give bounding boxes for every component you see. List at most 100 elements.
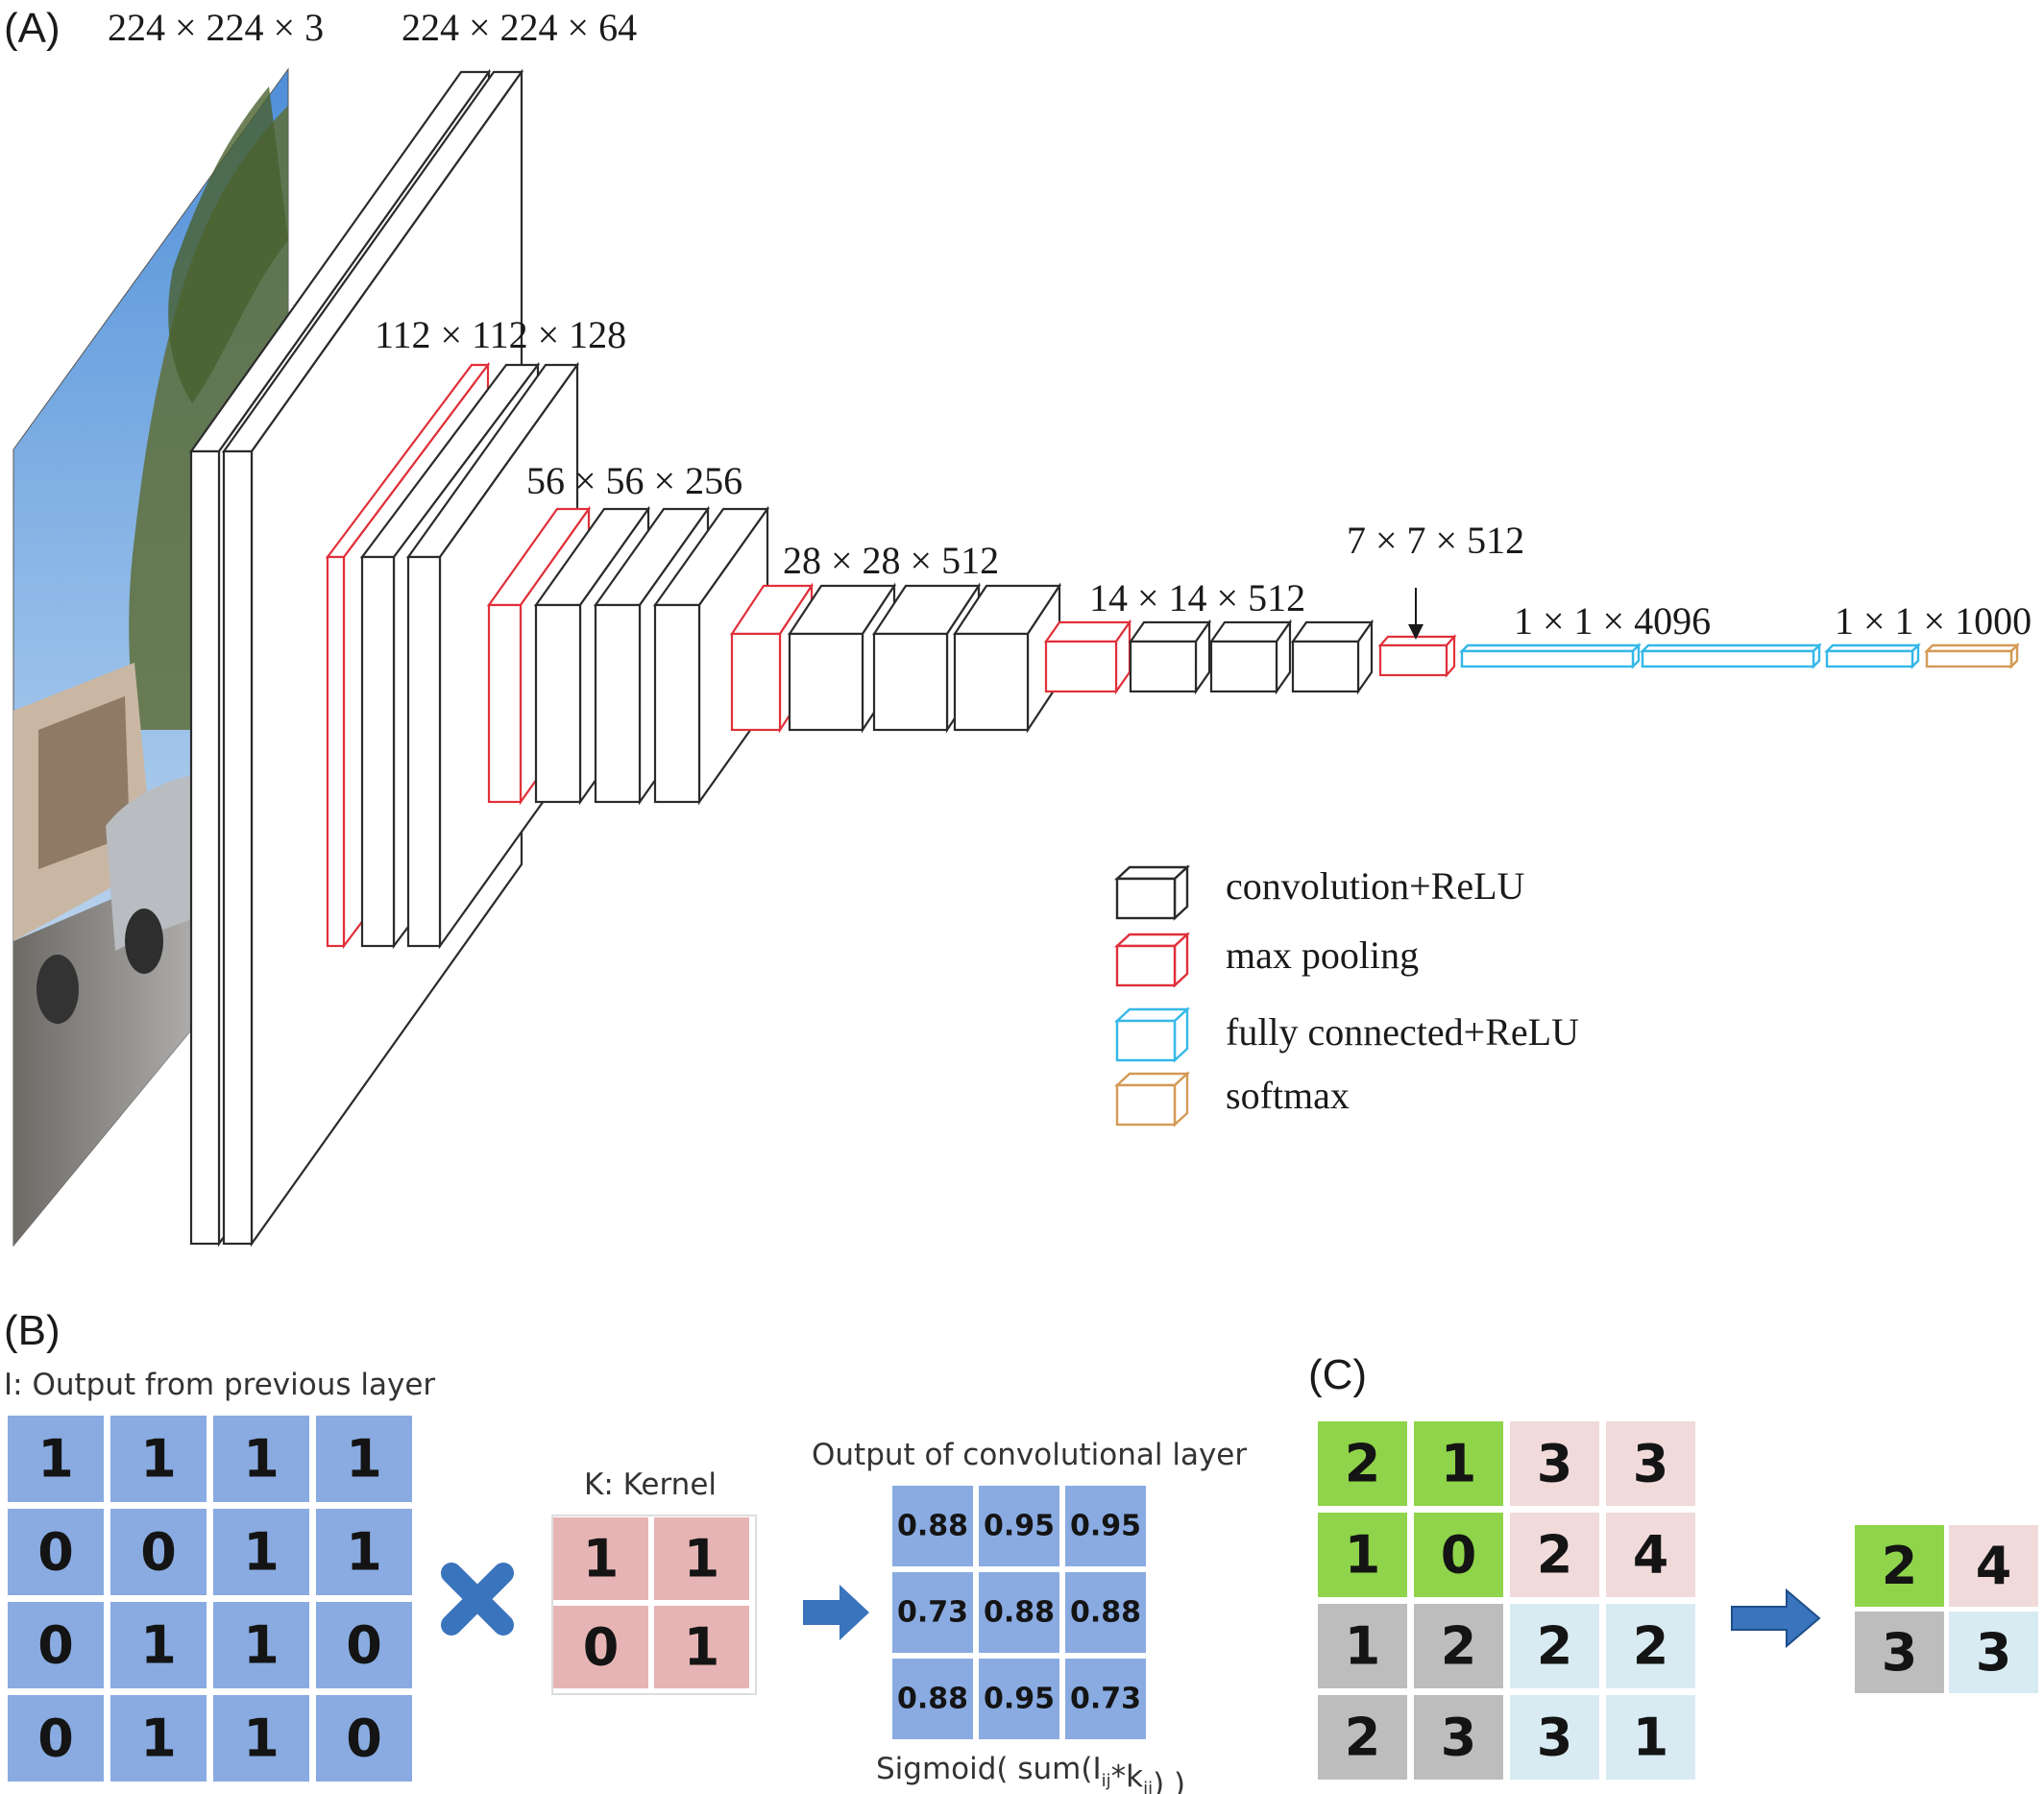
pool-input-cell-bg [1606,1695,1695,1780]
input-cell: 1 [213,1509,309,1595]
conv-block-28 [729,582,1062,734]
kernel-value: 1 [684,1529,720,1589]
input-value: 1 [243,1429,280,1490]
pool-output-cell-bg [1949,1612,2038,1693]
input-cell-bg [8,1509,104,1595]
output-cell-bg [892,1572,973,1653]
dim-label: 14 × 14 × 512 [1089,576,1305,619]
output-value: 0.95 [1070,1510,1141,1543]
output-cell: 0.88 [979,1572,1059,1653]
conv-block-56 [486,505,770,806]
output-cell: 0.73 [892,1572,973,1653]
output-value: 0.88 [897,1683,968,1716]
output-cell-bg [892,1486,973,1566]
layer-slab [1290,618,1375,695]
pool-output-value: 3 [1976,1622,2012,1683]
input-cell: 0 [110,1509,207,1595]
output-matrix-title: Output of convolutional layer [812,1438,1247,1472]
pool-input-cell: 2 [1318,1695,1407,1780]
dim-label: 28 × 28 × 512 [783,539,999,582]
pool-input-cell: 2 [1318,1421,1407,1506]
input-matrix-title: I: Output from previous layer [4,1368,435,1402]
dim-label: 224 × 224 × 3 [108,6,324,49]
pool-output-value: 3 [1882,1622,1918,1683]
pool-input-value: 2 [1633,1616,1669,1677]
input-value: 1 [346,1429,382,1490]
pool-input-cell: 2 [1510,1513,1599,1597]
pool-input-value: 2 [1537,1525,1573,1586]
pool-input-cell: 4 [1606,1513,1695,1597]
input-cell: 1 [213,1695,309,1782]
pool-layer [1043,618,1132,695]
dim-label: 224 × 224 × 64 [402,6,637,49]
pool-input-value: 1 [1441,1434,1477,1494]
input-cell: 1 [316,1416,412,1502]
arrow-right-icon [803,1585,869,1640]
output-cell-bg [892,1659,973,1739]
input-cell-bg [316,1416,412,1502]
input-cell: 1 [110,1602,207,1688]
legend-swatch [1115,1019,1177,1062]
pool-input-cell-bg [1510,1513,1599,1597]
input-value: 0 [37,1709,74,1769]
pool-input-cell: 1 [1606,1695,1695,1780]
input-value: 1 [243,1522,280,1583]
input-cell-bg [316,1602,412,1688]
pool-input-cell-bg [1606,1421,1695,1506]
kernel-cell: 1 [553,1517,648,1600]
output-cell-bg [1065,1659,1146,1739]
pool-input-cell: 3 [1606,1421,1695,1506]
panel-a: (A) [4,5,2032,1248]
input-cell-bg [213,1509,309,1595]
pool-output-value: 4 [1976,1536,2012,1596]
dimension-labels: 224 × 224 × 3 224 × 224 × 64 112 × 112 ×… [108,6,2032,642]
input-cell: 0 [8,1509,104,1595]
pool-output-cell: 2 [1855,1525,1944,1607]
legend-item-conv: convolution+ReLU [1113,864,1525,921]
output-cell-bg [1065,1572,1146,1653]
output-cell: 0.95 [1065,1486,1146,1566]
pool-input-cell: 3 [1414,1695,1503,1780]
layer-slab [952,582,1062,734]
pool-input-cell-bg [1414,1604,1503,1688]
pool-input-cell: 3 [1510,1421,1599,1506]
sigmoid-formula: Sigmoid( sum(Iij*kij) ) [876,1752,1185,1794]
input-cell: 1 [110,1416,207,1502]
input-value: 0 [346,1615,382,1676]
pool-input-value: 3 [1537,1434,1573,1494]
legend-swatch [1115,944,1177,987]
pool-output-cell-bg [1949,1525,2038,1607]
legend-item-pool: max pooling [1113,932,1419,988]
kernel-cell: 0 [553,1606,648,1688]
panel-b-label: (B) [4,1307,61,1354]
input-cell-bg [316,1509,412,1595]
kernel-cell-bg [654,1517,749,1600]
softmax-layer [1924,642,2020,669]
pool-output-value: 2 [1882,1536,1918,1596]
input-cell: 0 [8,1602,104,1688]
input-image [12,67,289,1248]
pool-input-value: 1 [1345,1525,1381,1586]
pool-input-value: 2 [1537,1616,1573,1677]
pool-input-cell-bg [1414,1513,1503,1597]
panel-a-label: (A) [4,5,61,52]
pool-input-cell: 2 [1414,1604,1503,1688]
input-cell: 0 [316,1602,412,1688]
pool-output-cell-bg [1855,1612,1944,1693]
pool-input-cell-bg [1318,1513,1407,1597]
kernel-cell-bg [654,1606,749,1688]
pool-input-cell: 2 [1510,1604,1599,1688]
pool-input-cell: 1 [1318,1513,1407,1597]
input-cell: 1 [213,1416,309,1502]
pool-input-value: 2 [1345,1708,1381,1768]
output-value: 0.88 [897,1510,968,1543]
input-cell-bg [8,1416,104,1502]
pool-layer-7 [1377,588,1457,678]
output-value: 0.95 [984,1510,1055,1543]
input-cell-bg [213,1416,309,1502]
